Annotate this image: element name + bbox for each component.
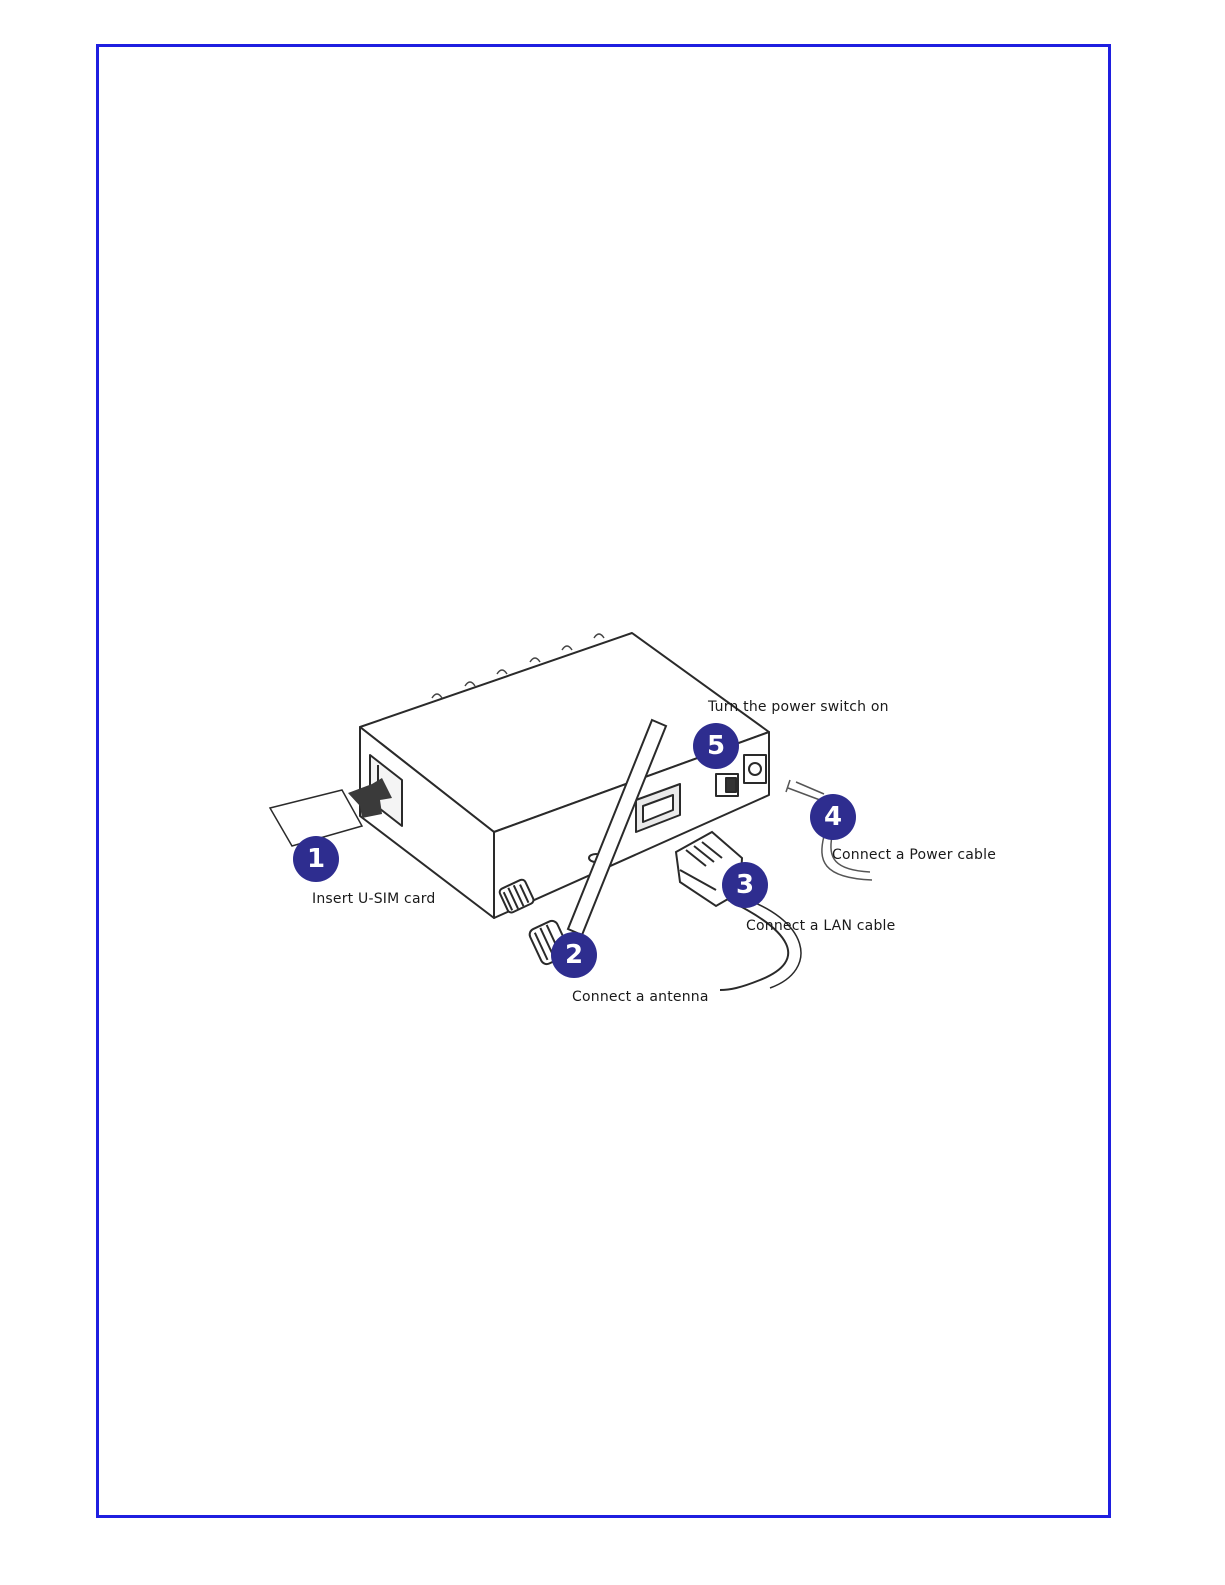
step-1-number: 1 [307,844,325,874]
step-3-badge: 3 [722,862,768,908]
step-5-badge: 5 [693,723,739,769]
step-4-badge: 4 [810,794,856,840]
step-2-number: 2 [565,940,583,970]
step-5-label: Turn the power switch on [708,699,889,715]
lan-cable-icon [676,832,801,990]
step-2-badge: 2 [551,932,597,978]
step-5-number: 5 [707,731,725,761]
step-4-number: 4 [824,802,842,832]
step-4-label: Connect a Power cable [832,847,996,863]
step-3-number: 3 [736,870,754,900]
step-3-label: Connect a LAN cable [746,918,895,934]
step-1-badge: 1 [293,836,339,882]
step-1-label: Insert U-SIM card [312,891,436,907]
step-2-label: Connect a antenna [572,989,709,1005]
